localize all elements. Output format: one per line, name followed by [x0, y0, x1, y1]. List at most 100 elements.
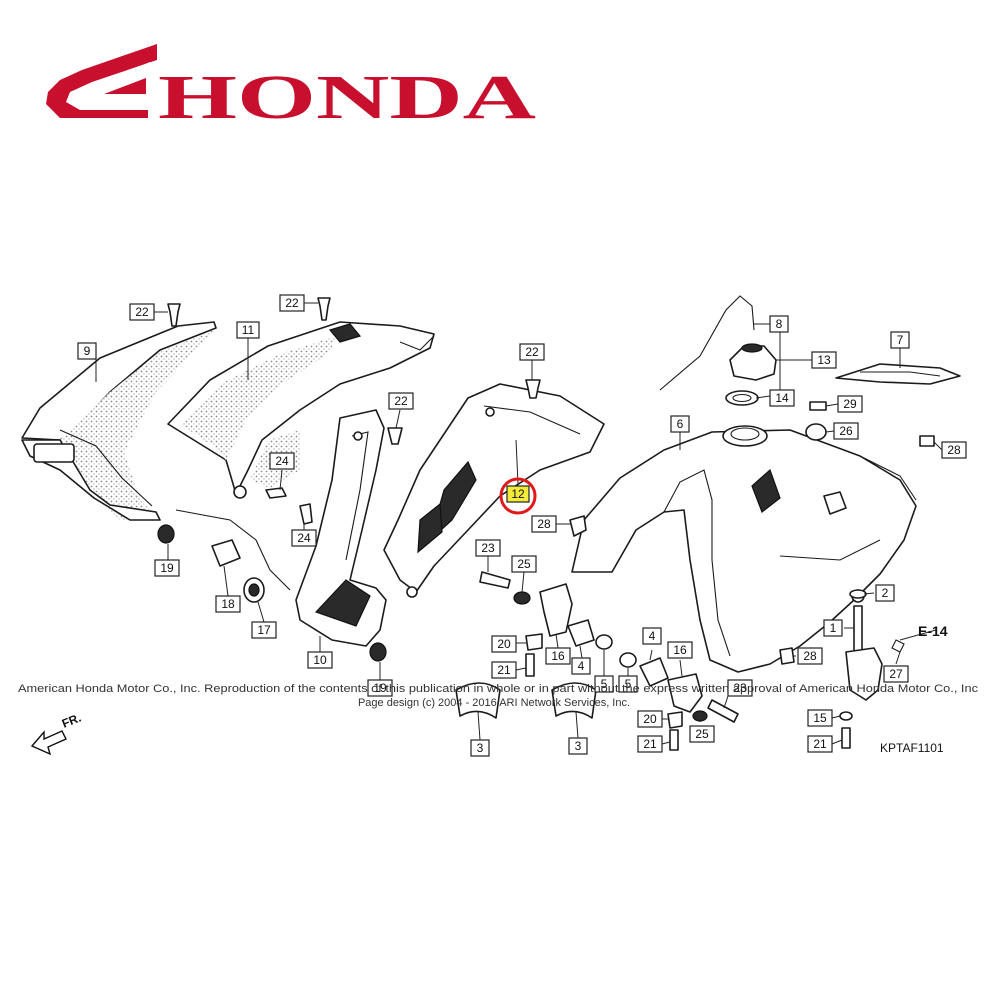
callout-label: 8 [769, 315, 789, 333]
fuel-valve-part [839, 589, 905, 749]
callout-label: 5 [618, 675, 638, 693]
svg-text:5: 5 [625, 677, 632, 691]
callout-label: 3 [568, 737, 588, 755]
svg-text:3: 3 [477, 741, 484, 755]
radiator-shroud-part [383, 383, 605, 598]
svg-text:25: 25 [517, 557, 531, 571]
svg-text:24: 24 [297, 531, 311, 545]
fuel-cap-assembly [659, 295, 777, 406]
svg-text:3: 3 [575, 739, 582, 753]
callout-label: 18 [215, 595, 241, 613]
shroud-right-part [167, 321, 435, 499]
svg-text:20: 20 [497, 637, 511, 651]
svg-text:23: 23 [733, 681, 747, 695]
svg-text:Page design (c) 2004 - 2016 AR: Page design (c) 2004 - 2016 ARI Network … [358, 697, 630, 709]
reference-e14: E-14 [918, 623, 948, 639]
callout-label: 22 [388, 392, 414, 410]
svg-text:7: 7 [897, 333, 904, 347]
callout-label: 25 [689, 725, 715, 743]
callout-label: 1 [823, 619, 843, 637]
callout-label: 23 [475, 539, 501, 557]
svg-text:14: 14 [775, 391, 789, 405]
callout-label: 9 [77, 342, 97, 360]
callout-label: 15 [807, 709, 833, 727]
callout-label: 19 [154, 559, 180, 577]
callout-label: 4 [642, 627, 662, 645]
fuel-tank-part [571, 425, 917, 673]
callout-label: 3 [470, 739, 490, 757]
callout-label: 19 [367, 679, 393, 697]
callout-label: 14 [769, 389, 795, 407]
brand-logo: HONDA [46, 44, 536, 132]
svg-text:1: 1 [830, 621, 837, 635]
callout-label: 11 [236, 321, 260, 339]
diagram-code: KPTAF1101 [880, 741, 944, 755]
svg-text:10: 10 [313, 653, 327, 667]
callout-label: 20 [637, 710, 663, 728]
shroud-left-part [21, 321, 217, 521]
callout-label: 27 [883, 665, 909, 683]
callout-label: 10 [307, 651, 333, 669]
brand-wordmark: HONDA [158, 64, 536, 132]
svg-text:28: 28 [537, 517, 551, 531]
callout-label: 7 [890, 331, 910, 349]
svg-text:21: 21 [643, 737, 657, 751]
callout-label: 24 [269, 452, 295, 470]
callout-label: 22 [519, 343, 545, 361]
callout-label-highlighted: 12 [499, 477, 537, 515]
callout-label: 13 [811, 351, 837, 369]
highlight-ring [499, 477, 537, 515]
callout-label: 5 [594, 675, 614, 693]
svg-text:28: 28 [803, 649, 817, 663]
callout-label: 21 [807, 735, 833, 753]
callout-label: 23 [727, 679, 753, 697]
svg-text:27: 27 [889, 667, 903, 681]
callout-label: 16 [545, 647, 571, 665]
svg-text:5: 5 [601, 677, 608, 691]
callout-label: 28 [531, 515, 557, 533]
side-cover-part [295, 409, 387, 647]
svg-text:21: 21 [497, 663, 511, 677]
fasteners [157, 297, 935, 751]
svg-text:12: 12 [511, 487, 525, 501]
svg-text:9: 9 [84, 344, 91, 358]
callout-label: 22 [129, 303, 155, 321]
front-direction-indicator: FR. [30, 711, 83, 756]
callout-label: 28 [941, 441, 967, 459]
callout-label: 16 [667, 641, 693, 659]
svg-text:19: 19 [160, 561, 174, 575]
callout-label: 26 [833, 422, 859, 440]
svg-text:22: 22 [135, 305, 149, 319]
callout-label: 21 [637, 735, 663, 753]
callout-label: 2 [875, 584, 895, 602]
callout-label: 24 [291, 529, 317, 547]
svg-text:8: 8 [776, 317, 783, 331]
callout-label: 25 [511, 555, 537, 573]
svg-text:6: 6 [677, 417, 684, 431]
callout-label: 17 [251, 621, 277, 639]
svg-text:24: 24 [275, 454, 289, 468]
svg-text:21: 21 [813, 737, 827, 751]
callout-label: 28 [797, 647, 823, 665]
leader-lines [95, 302, 943, 745]
callout-label: 29 [837, 395, 863, 413]
svg-text:15: 15 [813, 711, 827, 725]
callout-label: 21 [491, 661, 517, 679]
svg-text:22: 22 [394, 394, 408, 408]
svg-text:16: 16 [551, 649, 565, 663]
svg-text:13: 13 [817, 353, 831, 367]
svg-text:American Honda Motor Co., Inc.: American Honda Motor Co., Inc. Reproduct… [18, 683, 979, 695]
copyright-notice: American Honda Motor Co., Inc. Reproduct… [18, 683, 979, 709]
svg-text:19: 19 [373, 681, 387, 695]
callout-label: 20 [491, 635, 517, 653]
svg-text:KPTAF1101: KPTAF1101 [880, 741, 944, 755]
svg-text:4: 4 [649, 629, 656, 643]
svg-text:FR.: FR. [60, 711, 83, 731]
svg-text:E-14: E-14 [918, 623, 948, 639]
svg-text:20: 20 [643, 712, 657, 726]
svg-text:29: 29 [843, 397, 857, 411]
callout-label: 6 [670, 415, 690, 433]
svg-text:18: 18 [221, 597, 235, 611]
callout-label: 4 [571, 657, 591, 675]
